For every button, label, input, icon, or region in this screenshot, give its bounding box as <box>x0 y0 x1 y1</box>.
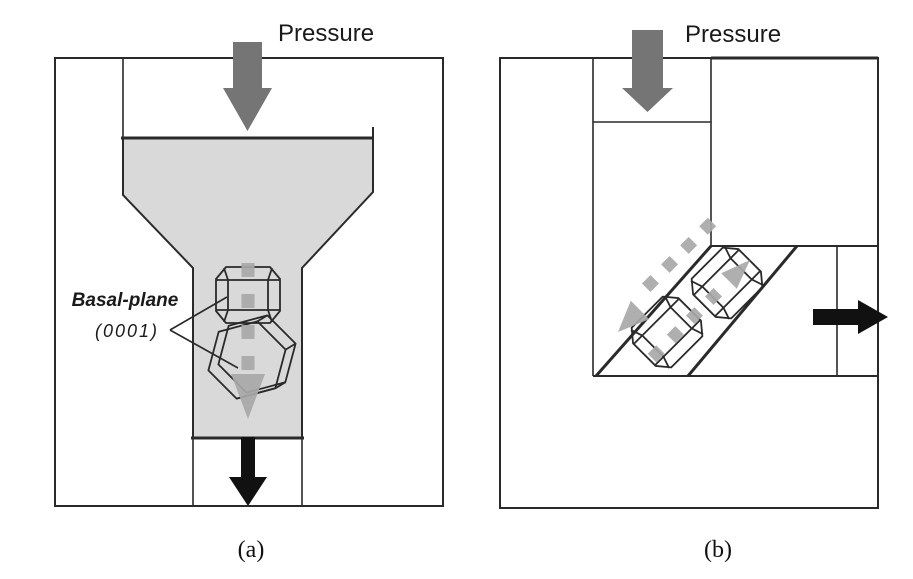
basal-plane-label: Basal-plane <box>72 290 179 311</box>
pressure-label-a: Pressure <box>278 20 374 47</box>
crystal-depth-edge-1 <box>256 314 268 323</box>
basal-plane-index-label: (0001) <box>95 321 159 341</box>
crystal-depth-edge-3 <box>274 381 286 390</box>
pressure-arrow-a <box>223 42 272 131</box>
basal-plane-callout-line-lower <box>169 329 239 369</box>
pressure-label-b: Pressure <box>685 21 781 48</box>
crystal-axis-arrow-dashes <box>647 279 731 363</box>
flow-arrow-a <box>231 263 265 419</box>
crystal-depth-edge-2 <box>285 342 297 351</box>
exit-arrow-b <box>813 300 888 334</box>
exit-arrow-a-head <box>229 477 267 506</box>
shear-flow-arrow-head <box>618 300 650 332</box>
crystal-axis-arrow-b <box>647 260 750 363</box>
crystal-lower-b <box>623 288 711 376</box>
caption-b: (b) <box>704 537 732 563</box>
crystal-lower-a <box>207 314 297 400</box>
shear-plane-line-upper <box>594 245 713 377</box>
flow-arrow-a-head <box>231 374 265 419</box>
crystal-axis-arrow-head <box>721 260 750 289</box>
exit-arrow-a-shaft <box>241 437 255 478</box>
panel-b: Pressure (b) <box>499 21 888 563</box>
pressure-arrow-b <box>622 30 673 112</box>
die-outer-box-b <box>499 57 879 509</box>
panel-a: Pressure Basal-plane (0001) (a) <box>54 20 444 563</box>
shear-flow-arrow-b <box>618 217 717 332</box>
shear-plane-line-lower <box>686 245 799 377</box>
exit-arrow-b-head <box>858 300 888 334</box>
exit-arrow-b-shaft <box>813 309 858 325</box>
exit-arrow-a <box>229 437 267 506</box>
caption-a: (a) <box>238 537 265 563</box>
basal-plane-callout-line-upper <box>169 296 228 331</box>
